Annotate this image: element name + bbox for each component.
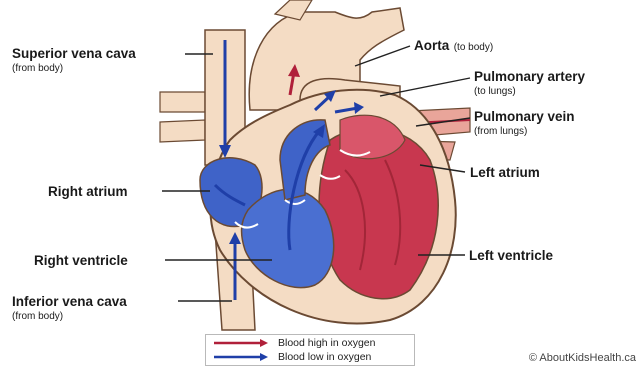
inferior-vena-cava-note: (from body) [12, 311, 127, 323]
pulmonary-artery-note: (to lungs) [474, 86, 585, 98]
legend-low-oxygen-label: Blood low in oxygen [278, 351, 371, 363]
legend-high-oxygen-label: Blood high in oxygen [278, 337, 376, 349]
legend-item-low-oxygen: Blood low in oxygen [212, 350, 371, 364]
superior-vena-cava-name: Superior vena cava [12, 46, 136, 61]
right-ventricle-name: Right ventricle [34, 253, 128, 268]
label-pulmonary-vein: Pulmonary vein (from lungs) [474, 108, 575, 138]
superior-vena-cava-note: (from body) [12, 63, 136, 75]
blue-arrow-icon [212, 352, 270, 362]
label-superior-vena-cava: Superior vena cava (from body) [12, 45, 136, 75]
aorta-note: (to body) [454, 42, 493, 53]
inferior-vena-cava-name: Inferior vena cava [12, 294, 127, 309]
right-atrium-name: Right atrium [48, 184, 128, 199]
pulmonary-artery-name: Pulmonary artery [474, 69, 585, 84]
left-atrium-name: Left atrium [470, 165, 540, 180]
label-right-ventricle: Right ventricle [34, 252, 128, 270]
legend-item-high-oxygen: Blood high in oxygen [212, 336, 376, 350]
pulmonary-vein-note: (from lungs) [474, 126, 575, 138]
red-arrow-icon [212, 338, 270, 348]
legend: Blood high in oxygen Blood low in oxygen [205, 334, 415, 366]
label-right-atrium: Right atrium [48, 183, 128, 201]
label-left-atrium: Left atrium [470, 164, 540, 182]
label-aorta: Aorta (to body) [414, 37, 493, 55]
label-pulmonary-artery: Pulmonary artery (to lungs) [474, 68, 585, 98]
pulmonary-vein-name: Pulmonary vein [474, 109, 575, 124]
left-ventricle-name: Left ventricle [469, 248, 553, 263]
left-pulmonary-vessels [160, 92, 205, 142]
label-left-ventricle: Left ventricle [469, 247, 553, 265]
aorta-name: Aorta [414, 38, 449, 53]
credit-text: © AboutKidsHealth.ca [529, 352, 636, 364]
label-inferior-vena-cava: Inferior vena cava (from body) [12, 293, 127, 323]
